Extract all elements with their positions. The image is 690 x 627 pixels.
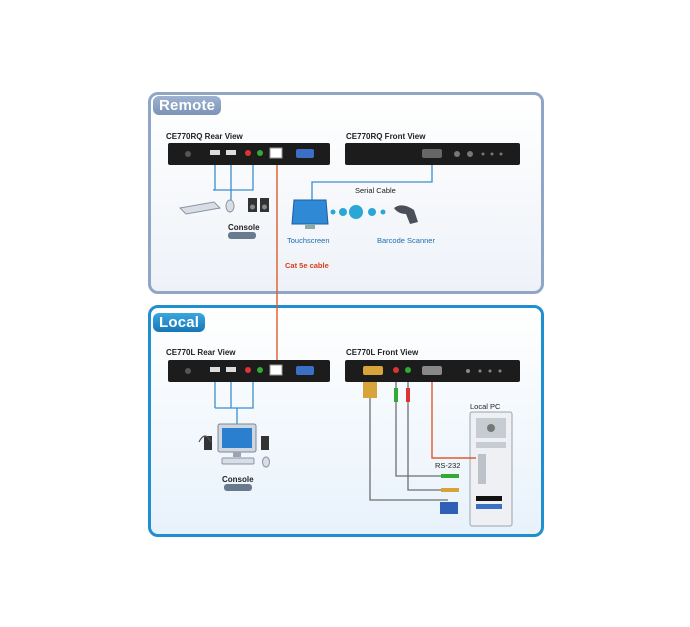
remote-keyboard (178, 201, 222, 215)
serial-cable-line (311, 165, 433, 205)
remote-rear-view-label: CE770RQ Rear View (166, 132, 243, 141)
remote-console-tag (228, 232, 256, 239)
cat5e-cable-label: Cat 5e cable (285, 261, 329, 270)
touchscreen (291, 199, 329, 229)
remote-panel (148, 92, 544, 294)
rs232-line (431, 382, 476, 459)
remote-rear-device (168, 143, 330, 165)
local-front-view-label: CE770L Front View (346, 348, 419, 357)
local-title: Local (153, 313, 206, 332)
local-monitor (217, 423, 257, 457)
local-speakers (204, 436, 269, 450)
connection-dots (330, 205, 386, 219)
audio-plugs (394, 388, 459, 492)
remote-console-label: Console (228, 223, 260, 232)
serial-cable-label: Serial Cable (355, 186, 396, 195)
local-pc-label: Local PC (470, 402, 501, 411)
vga-connector (363, 382, 377, 398)
remote-front-device (345, 143, 520, 165)
local-rear-view-label: CE770L Rear View (166, 348, 236, 357)
barcode-scanner (394, 205, 418, 224)
pc-vga-plug (440, 502, 458, 514)
barcode-scanner-label: Barcode Scanner (377, 236, 435, 245)
remote-front-view-label: CE770RQ Front View (346, 132, 426, 141)
remote-title: Remote (153, 96, 222, 115)
rs232-label: RS-232 (435, 461, 461, 470)
local-console-tag (224, 484, 252, 491)
local-keyboard (221, 457, 255, 465)
local-front-device (345, 360, 520, 382)
local-pc (469, 411, 513, 527)
remote-console-lines (213, 165, 254, 200)
remote-speakers (248, 198, 269, 212)
local-console-label: Console (222, 475, 254, 484)
local-console-lines (214, 382, 254, 425)
touchscreen-label: Touchscreen (287, 236, 330, 245)
pc-cables (369, 382, 448, 501)
local-rear-device (168, 360, 330, 382)
remote-mouse (225, 199, 235, 213)
local-mouse (262, 456, 270, 468)
local-headphones (198, 435, 212, 443)
